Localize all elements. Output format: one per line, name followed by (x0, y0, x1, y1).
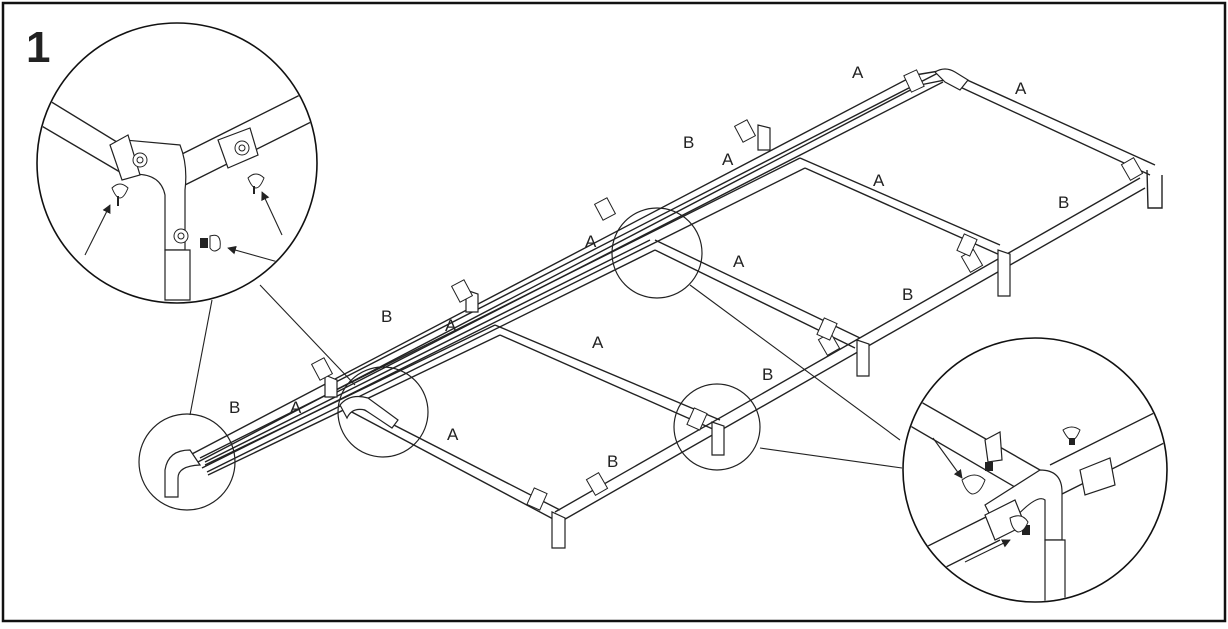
label-a-6: A (733, 252, 745, 271)
label-a-10: A (447, 425, 459, 444)
hex-bolt-icon (132, 152, 148, 168)
leader-lines (189, 284, 903, 469)
label-b-3: B (902, 285, 913, 304)
detail-view-bottom-right (902, 337, 1168, 603)
frame-tubes (164, 68, 1163, 549)
wing-nut-icon (200, 234, 221, 252)
arrow-icon (261, 191, 283, 236)
label-b-1: B (683, 133, 694, 152)
zoom-circle-corner-left (138, 413, 236, 511)
label-b-5: B (762, 365, 773, 384)
wing-nut-icon (247, 173, 265, 194)
hex-bolt-icon (234, 140, 250, 156)
arrow-icon (964, 539, 1011, 563)
arrow-icon (227, 245, 279, 263)
wing-nut-icon (1009, 515, 1030, 535)
detail-circle-right (902, 337, 1168, 603)
wing-nut-icon (111, 183, 129, 206)
label-a-1: A (852, 63, 864, 82)
label-b-4: B (381, 307, 392, 326)
label-b-7: B (607, 452, 618, 471)
label-a-4: A (873, 171, 885, 190)
label-b-6: B (229, 398, 240, 417)
label-a-9: A (290, 398, 302, 417)
zoom-circle-front (673, 383, 761, 471)
arrow-icon (932, 437, 963, 479)
label-a-5: A (585, 232, 597, 251)
part-labels: A A B A A B A A B B A A B B A A B (229, 63, 1069, 471)
wing-nut-icon (1062, 426, 1081, 445)
zoom-markers (138, 207, 761, 511)
zoom-circle-center (611, 207, 703, 299)
detail-view-top-left (36, 22, 318, 304)
zoom-circle-mid-left (337, 366, 429, 458)
label-a-3: A (722, 150, 734, 169)
wing-nut-icon (961, 462, 993, 495)
label-a-7: A (445, 316, 457, 335)
label-a-8: A (592, 333, 604, 352)
arrow-icon (84, 204, 111, 256)
label-a-2: A (1015, 79, 1027, 98)
hex-bolt-icon (173, 228, 189, 244)
step-number: 1 (26, 23, 50, 72)
label-b-2: B (1058, 193, 1069, 212)
